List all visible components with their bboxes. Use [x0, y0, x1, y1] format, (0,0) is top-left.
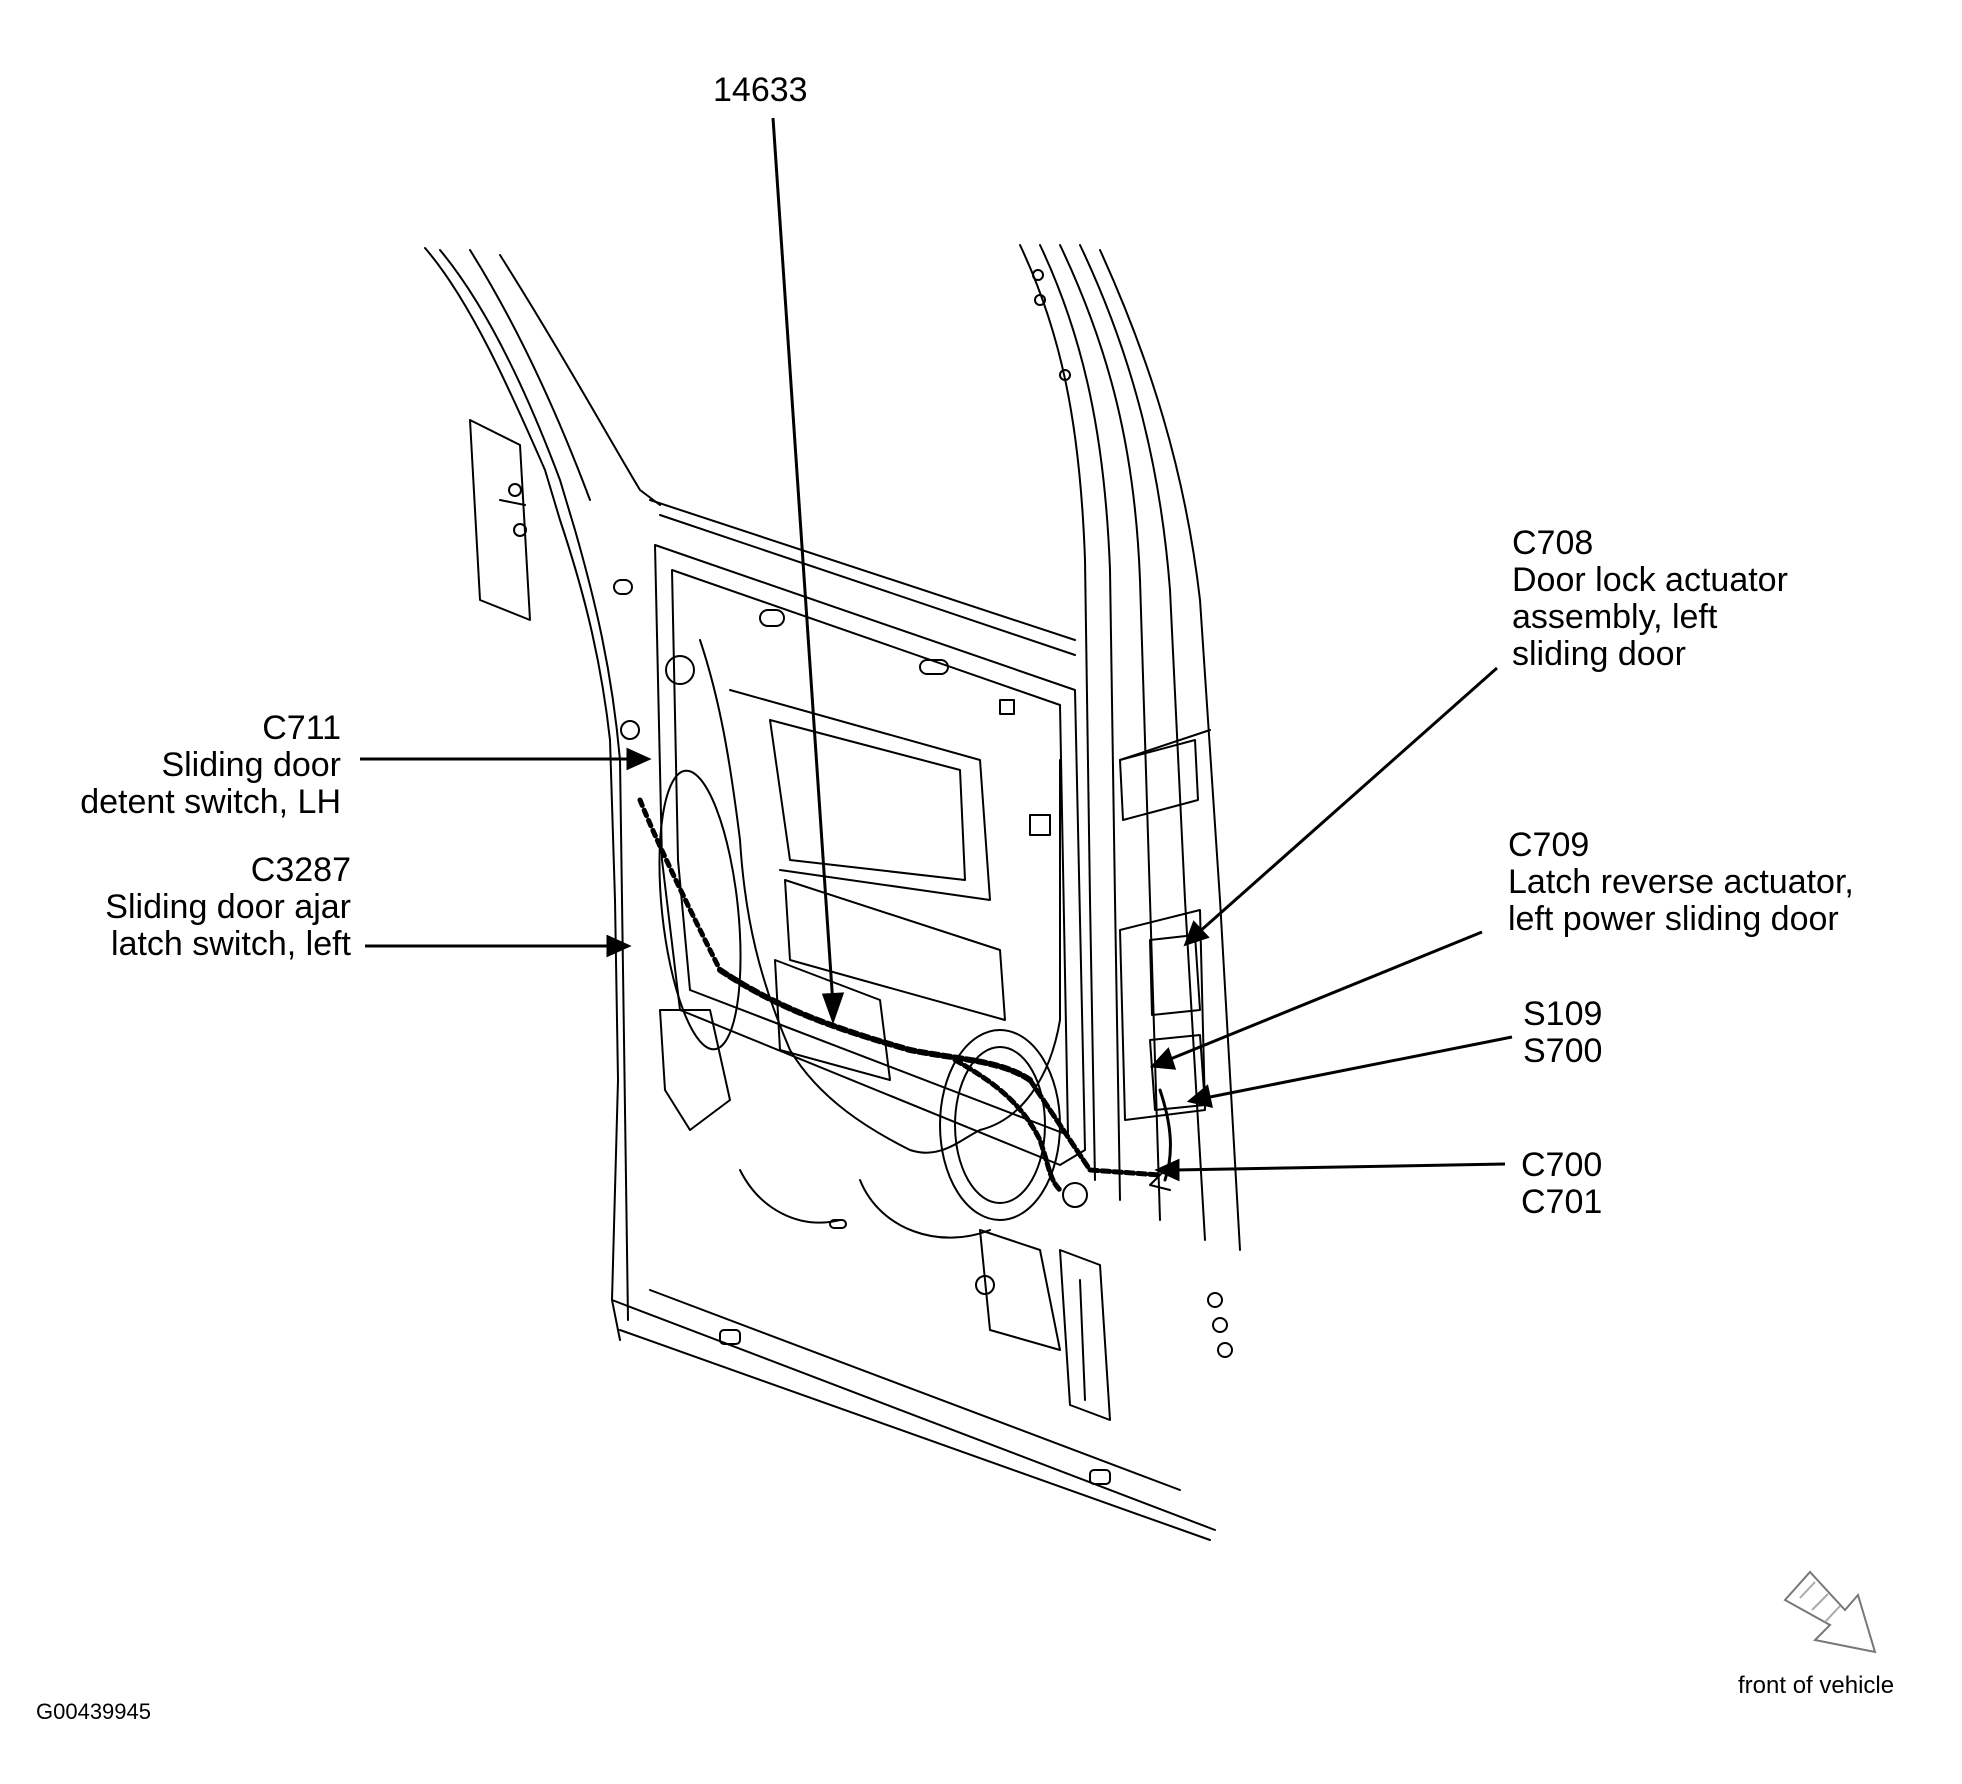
desc-c709-line1: Latch reverse actuator, — [1508, 863, 1854, 901]
label-c709: C709 Latch reverse actuator, left power … — [1508, 827, 1854, 938]
desc-c708-line3: sliding door — [1512, 635, 1686, 673]
diagram-id: G00439945 — [36, 1699, 151, 1724]
splice-s109: S109 — [1523, 995, 1603, 1033]
front-of-vehicle-arrow-icon — [1783, 1570, 1877, 1654]
code-14633: 14633 — [713, 71, 808, 109]
arrowhead-c709 — [1149, 1047, 1177, 1070]
desc-c3287-line1: Sliding door ajar — [105, 888, 351, 926]
desc-c711-line2: detent switch, LH — [80, 783, 341, 821]
label-c711: C711 Sliding door detent switch, LH — [80, 710, 341, 821]
label-c700-c701: C700 C701 — [1521, 1147, 1602, 1221]
arrowhead-c711 — [626, 747, 652, 771]
code-c700: C700 — [1521, 1146, 1603, 1184]
code-c709: C709 — [1508, 826, 1590, 864]
desc-c711-line1: Sliding door — [161, 746, 341, 784]
splice-s700: S700 — [1523, 1032, 1603, 1070]
arrowhead-c708 — [1183, 920, 1210, 947]
label-14633: 14633 — [713, 72, 808, 109]
code-c708: C708 — [1512, 524, 1594, 562]
arrowhead-c700 — [1154, 1158, 1180, 1182]
arrowhead-14633 — [821, 992, 845, 1025]
leader-lines — [360, 117, 1513, 1182]
arrowhead-splices — [1186, 1084, 1213, 1109]
arrowhead-c3287 — [606, 934, 632, 958]
label-splices: S109 S700 — [1523, 996, 1602, 1070]
desc-c709-line2: left power sliding door — [1508, 900, 1839, 938]
code-c711: C711 — [262, 709, 341, 747]
door-panel-drawing — [424, 244, 1241, 1541]
desc-c3287-line2: latch switch, left — [111, 925, 351, 963]
front-of-vehicle-label: front of vehicle — [1738, 1672, 1895, 1699]
label-c3287: C3287 Sliding door ajar latch switch, le… — [105, 852, 351, 963]
code-c3287: C3287 — [250, 851, 351, 889]
desc-c708-line1: Door lock actuator — [1512, 561, 1788, 599]
label-c708: C708 Door lock actuator assembly, left s… — [1512, 525, 1788, 673]
code-c701: C701 — [1521, 1183, 1603, 1221]
desc-c708-line2: assembly, left — [1512, 598, 1718, 636]
